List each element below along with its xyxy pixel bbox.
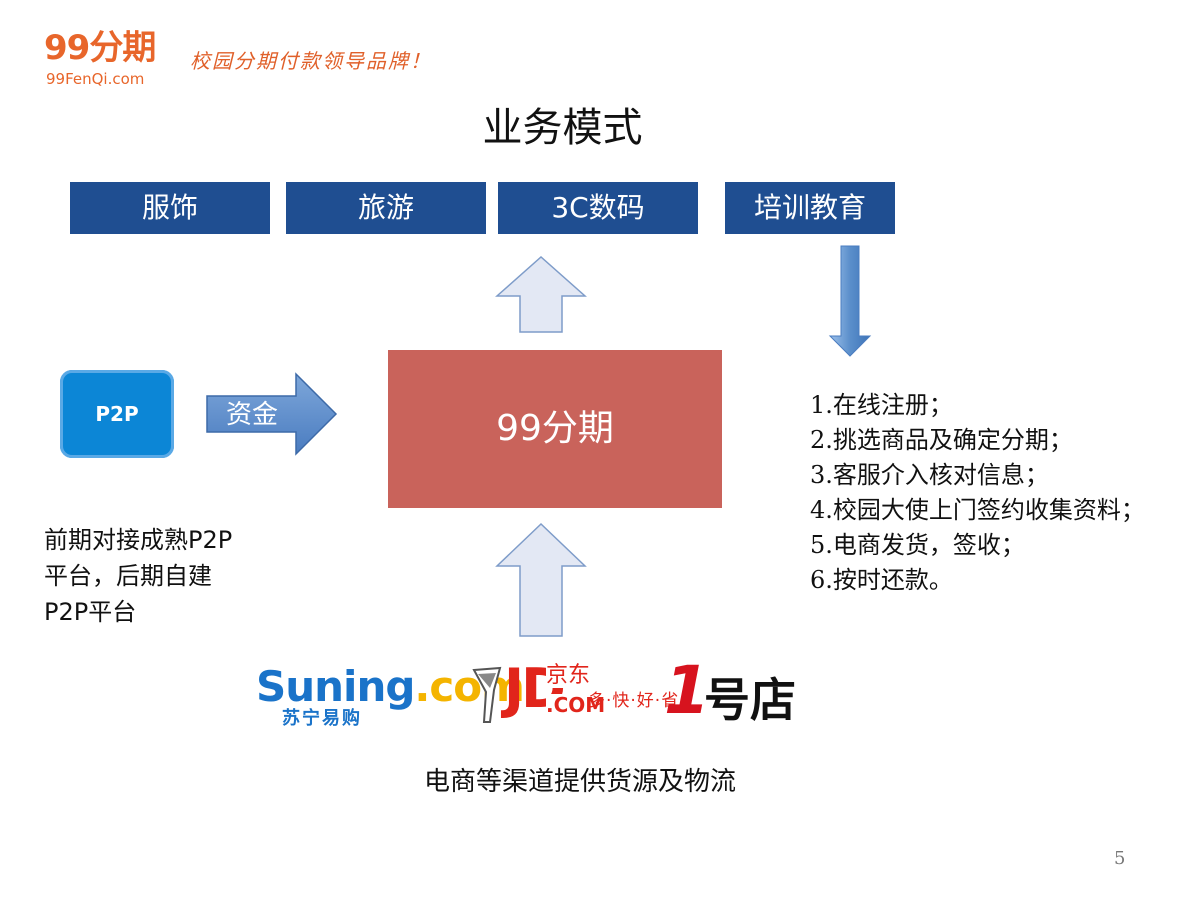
up-arrow-to-categories [495,255,587,333]
yhd-logo-text: 号店 [704,673,796,727]
right-arrow-funding [206,372,338,456]
suning-logo-word: Suning [256,662,415,711]
category-training-education: 培训教育 [725,182,895,234]
step-item: 2.挑选商品及确定分期； [810,426,1073,454]
brand-logo-subtitle: 99FenQi.com [46,70,145,88]
category-travel: 旅游 [286,182,486,234]
p2p-note-line: P2P平台 [44,598,137,626]
down-arrow-to-steps [828,245,872,357]
brand-logo: 99分期 [44,28,156,68]
p2p-note-line: 平台，后期自建 [44,562,212,590]
step-item: 1.在线注册； [810,391,953,419]
jd-logo-chinese: 京东 [546,663,591,688]
step-item: 6.按时还款。 [810,566,953,594]
suning-logo-chinese: 苏宁易购 [282,708,362,729]
brand-slogan: 校园分期付款领导品牌！ [190,49,432,73]
funding-arrow-label: 资金 [226,400,279,430]
p2p-note-line: 前期对接成熟P2P [44,526,233,554]
jd-logo-com: .COM [546,693,606,717]
up-arrow-from-partners [495,522,587,637]
step-item: 3.客服介入核对信息； [810,461,1049,489]
page-title: 业务模式 [482,105,643,151]
jd-slogan: 多·快·好·省 [588,691,680,711]
p2p-note: 前期对接成熟P2P 平台，后期自建 P2P平台 [44,522,304,630]
yhd-logo-number: 1 [664,652,710,729]
process-steps: 1.在线注册； 2.挑选商品及确定分期； 3.客服介入核对信息； 4.校园大使上… [810,388,1170,598]
jd-dog-icon [472,666,502,723]
step-item: 4.校园大使上门签约收集资料； [810,496,1145,524]
category-3c-digital: 3C数码 [498,182,698,234]
page-number: 5 [1114,848,1126,869]
channel-note: 电商等渠道提供货源及物流 [423,767,736,797]
suning-logo-com: .com [414,662,524,711]
p2p-box: P2P [60,370,174,458]
step-item: 5.电商发货，签收； [810,531,1025,559]
suning-logo: Suning.com [256,662,525,711]
category-clothing: 服饰 [70,182,270,234]
center-99fenqi-box: 99分期 [388,350,722,508]
